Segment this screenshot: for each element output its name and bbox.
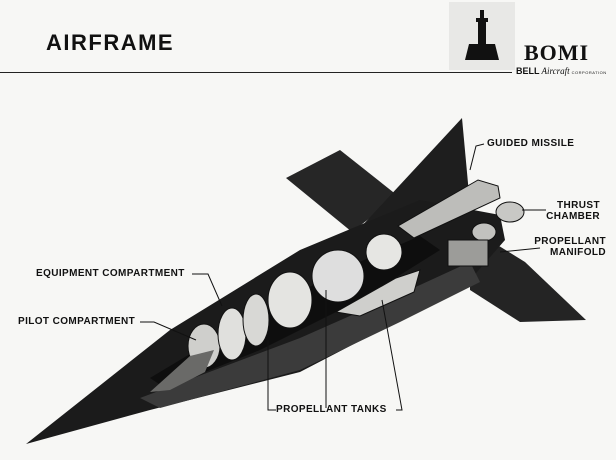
thrust-chamber [495,201,525,223]
brand-name: BOMI [524,40,590,65]
propellant-tank-1 [267,271,313,329]
propellant-tank-2 [311,249,365,303]
lower-wing [470,228,586,322]
tower-icon [465,10,499,60]
label-pilot-compartment: PILOT COMPARTMENT [18,316,136,327]
leader-guided-missile [469,143,485,171]
equipment-cylinder-2 [242,293,270,347]
propellant-tank-3 [365,233,403,271]
lower-propellant-tank [334,269,421,317]
equipment-cylinder-1 [217,307,247,361]
label-thrust-chamber-line1: THRUST [557,200,600,211]
label-propellant-manifold: PROPELLANT MANIFOLD [530,236,606,258]
label-guided-missile: GUIDED MISSILE [487,138,575,149]
upper-wing [286,150,398,232]
company-script: Aircraft [541,66,570,76]
label-propellant-manifold-line1: PROPELLANT [534,236,606,247]
page-title: AIRFRAME [46,30,175,55]
leader-equipment-compartment [192,273,223,307]
guided-missile [397,179,501,239]
company-suffix: CORPORATION [571,70,607,75]
bell-logo [449,2,515,70]
label-thrust-chamber-line2: CHAMBER [546,211,600,222]
leader-propellant-tanks-3 [381,299,403,411]
label-propellant-tanks: PROPELLANT TANKS [276,404,387,415]
label-equipment-compartment: EQUIPMENT COMPARTMENT [36,268,185,279]
label-thrust-chamber: THRUST CHAMBER [540,200,600,222]
leader-propellant-manifold [499,247,541,253]
header-rule [0,72,512,73]
label-propellant-manifold-line2: MANIFOLD [550,247,606,258]
leader-pilot-compartment [140,321,197,341]
canopy [150,350,214,392]
leader-propellant-tanks [267,340,276,411]
company-prefix: BELL [516,66,540,76]
thrust-chamber-2 [471,222,497,242]
propellant-manifold [447,239,489,267]
